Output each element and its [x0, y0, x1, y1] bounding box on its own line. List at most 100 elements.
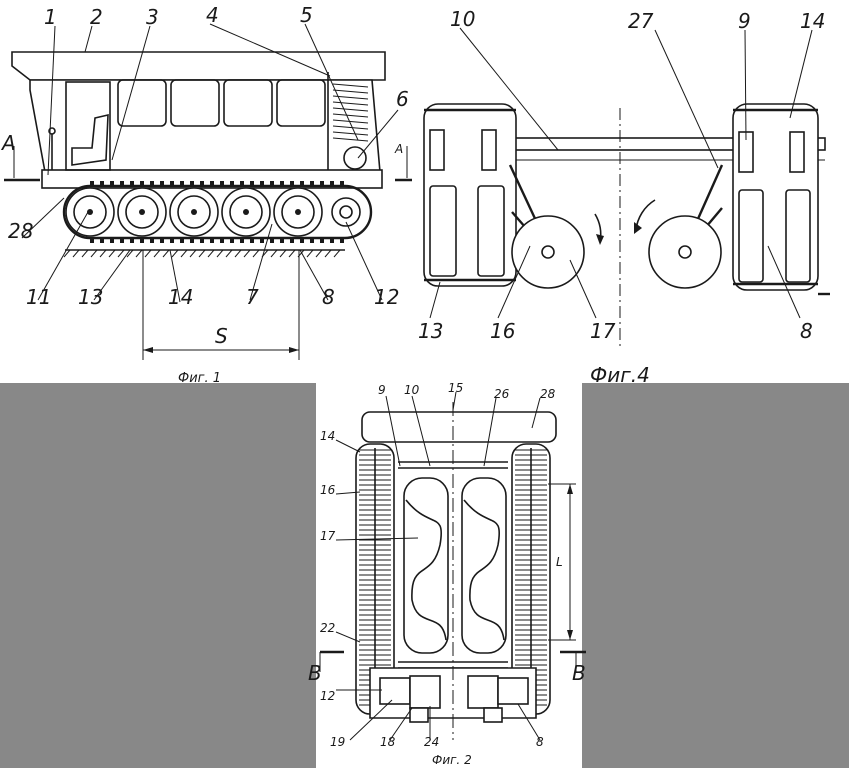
hatch-stroke: [243, 249, 251, 258]
rib: [332, 95, 369, 100]
track-tooth: [330, 238, 334, 243]
track-tooth: [250, 181, 254, 186]
track-tooth: [170, 181, 174, 186]
left-track-plate-b: [477, 185, 505, 277]
track-teeth: [90, 181, 344, 243]
hatch-stroke: [306, 249, 314, 258]
dimension-label-l: L: [556, 555, 563, 569]
callout-fig2-8: 8: [536, 735, 544, 749]
callout-fig4-9: 9: [738, 9, 751, 33]
callout-fig2-26: 26: [494, 387, 510, 401]
dimension-label-s: S: [215, 324, 228, 348]
road-wheel-rim: [177, 195, 211, 229]
rib: [332, 83, 369, 88]
section-label-left: A: [0, 131, 16, 155]
road-wheel-rim: [229, 195, 263, 229]
callout-fig2-12: 12: [320, 689, 335, 703]
rear-drum: [343, 146, 367, 170]
leaders-fig2: [335, 391, 541, 741]
left-track-body: [423, 103, 517, 287]
hatch-stroke: [162, 249, 170, 258]
callout-fig4-8: 8: [800, 319, 813, 343]
rib: [332, 107, 369, 112]
track-tooth: [210, 181, 214, 186]
right-track-plate-b: [785, 189, 811, 283]
dim-l-arrow-top: [567, 484, 573, 494]
hatch-stroke: [225, 249, 233, 258]
hatch-stroke: [117, 249, 125, 258]
callout-fig2-17: 17: [320, 529, 336, 543]
road-wheel-hub: [295, 209, 301, 215]
road-wheel-hub: [87, 209, 93, 215]
track-tooth: [180, 238, 184, 243]
track-tooth: [130, 181, 134, 186]
hatch-stroke: [144, 249, 152, 258]
track-tooth: [90, 181, 94, 186]
rib: [332, 125, 369, 130]
track-tooth: [260, 181, 264, 186]
section-b-label-left: B: [308, 661, 322, 685]
hatch-stroke: [99, 249, 107, 258]
hatch-stroke: [171, 249, 179, 258]
callout-fig1-12: 12: [374, 285, 399, 309]
hatch-stroke: [108, 249, 116, 258]
gray-panel-left: [0, 383, 316, 768]
track-tooth: [160, 238, 164, 243]
track-tooth: [280, 238, 284, 243]
hatch-stroke: [72, 249, 80, 258]
track-tooth: [170, 238, 174, 243]
track-tooth: [220, 238, 224, 243]
callout-fig1-2: 2: [90, 5, 103, 29]
window-3: [223, 79, 273, 127]
hatch-stroke: [180, 249, 188, 258]
right-track-body: [732, 103, 819, 291]
road-wheel-hub: [139, 209, 145, 215]
rib: [332, 137, 369, 142]
callout-fig1-28: 28: [8, 219, 33, 243]
rib: [332, 131, 369, 136]
section-b-label-right: B: [572, 661, 586, 685]
gearbox-right: [497, 677, 529, 705]
track-tooth: [200, 181, 204, 186]
road-wheel-rim: [125, 195, 159, 229]
track-tooth: [300, 181, 304, 186]
track-tooth: [90, 238, 94, 243]
hatch-stroke: [90, 249, 98, 258]
idler-wheel-rim: [339, 205, 353, 219]
rib: [332, 89, 369, 94]
track-tooth: [150, 238, 154, 243]
right-track-edges: [733, 108, 818, 286]
callout-fig2-16: 16: [320, 483, 336, 497]
dim-arrow-left: [143, 347, 153, 353]
callout-fig2-18: 18: [380, 735, 396, 749]
hatch-stroke: [198, 249, 206, 258]
figure-1-side-view: A A S 1 2 3 4 5 6 28: [0, 3, 412, 386]
radiator-ribs: [332, 83, 369, 142]
callout-fig2-22: 22: [320, 621, 335, 635]
leaders-fig4: [429, 27, 813, 319]
callout-fig1-3: 3: [146, 5, 159, 29]
track-tooth: [310, 238, 314, 243]
callout-fig2-14: 14: [320, 429, 335, 443]
callout-fig2-24: 24: [424, 735, 439, 749]
track-tooth: [120, 238, 124, 243]
dim-arrow-right: [289, 347, 299, 353]
road-wheels: [65, 187, 361, 237]
right-track-section: [732, 103, 830, 296]
track-tooth: [100, 238, 104, 243]
callout-fig1-6: 6: [396, 87, 409, 111]
road-wheel-rim: [281, 195, 315, 229]
track-tooth: [260, 238, 264, 243]
track-tooth: [290, 181, 294, 186]
track-tooth: [270, 238, 274, 243]
track-tooth: [340, 238, 344, 243]
track-tooth: [240, 238, 244, 243]
pump-left: [409, 707, 429, 723]
left-track-slot-a: [429, 129, 445, 171]
gearbox-left: [379, 677, 411, 705]
track-tooth: [110, 238, 114, 243]
caption-fig1: Фиг. 1: [178, 371, 221, 386]
track-loop: [62, 184, 373, 240]
